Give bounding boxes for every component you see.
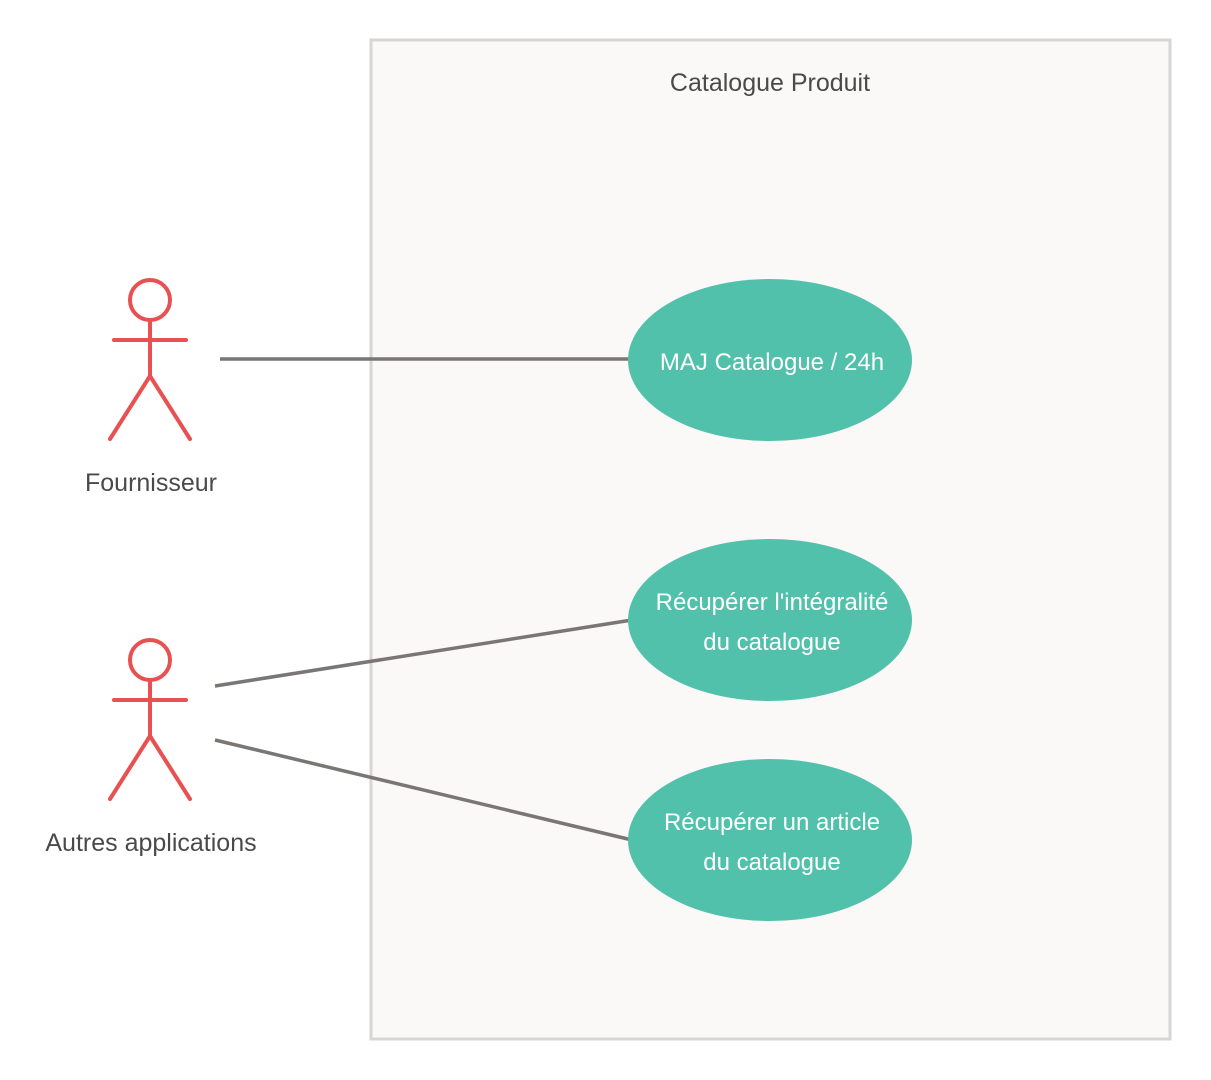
use-case-ellipse <box>628 759 912 921</box>
use-case-ellipse <box>628 539 912 701</box>
stick-figure-icon <box>108 278 192 441</box>
use-case-label-line1: Récupérer un article <box>664 809 880 836</box>
use-case-label-line2: du catalogue <box>703 849 840 876</box>
actor-autres-applications[interactable]: Autres applications <box>45 638 257 857</box>
use-case-recuperer-integralite[interactable]: Récupérer l'intégralité du catalogue <box>628 539 912 701</box>
use-case-label-line1: Récupérer l'intégralité <box>656 589 889 616</box>
use-case-recuperer-article[interactable]: Récupérer un article du catalogue <box>628 759 912 921</box>
actor-fournisseur[interactable]: Fournisseur <box>85 278 217 497</box>
actor-label: Fournisseur <box>85 469 217 497</box>
use-case-maj-catalogue[interactable]: MAJ Catalogue / 24h <box>628 279 912 441</box>
use-case-ellipse <box>628 279 912 441</box>
association-autres-article <box>214 738 633 842</box>
actor-label: Autres applications <box>45 829 256 857</box>
use-case-label-line2: du catalogue <box>703 629 840 656</box>
association-autres-integralite <box>214 618 633 688</box>
stick-figure-icon <box>108 638 192 801</box>
system-title: Catalogue Produit <box>670 69 870 97</box>
use-case-label: MAJ Catalogue / 24h <box>660 349 884 376</box>
